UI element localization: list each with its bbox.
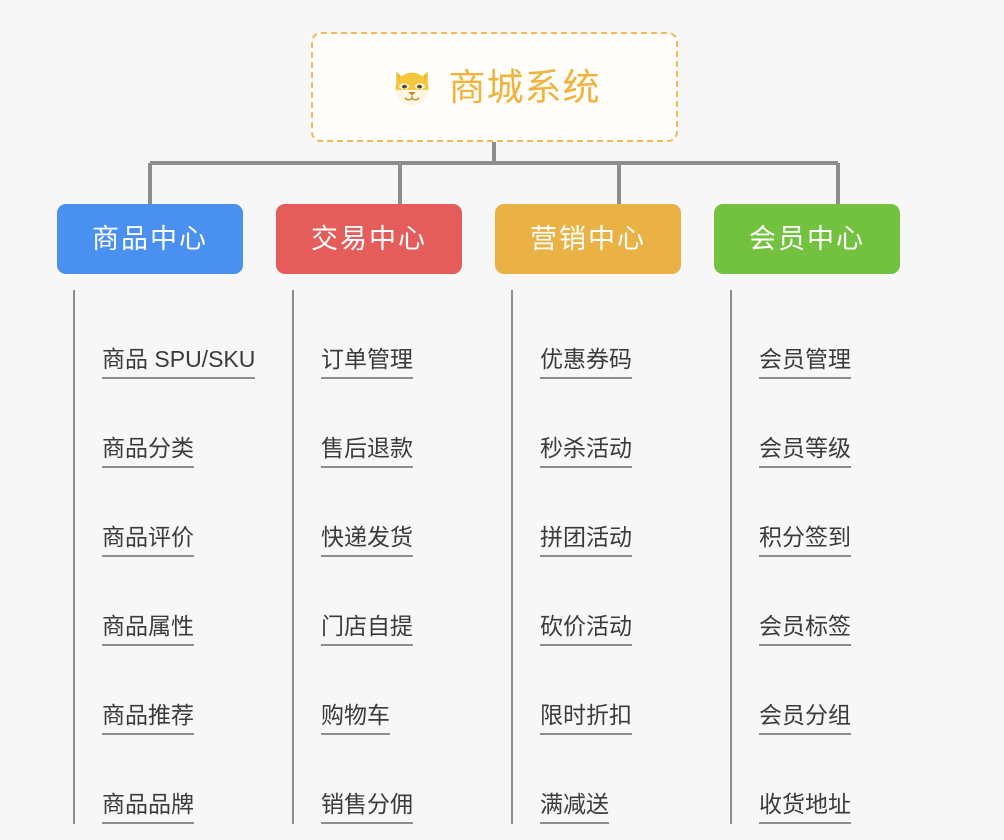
leaf-item[interactable]: 会员管理 xyxy=(730,290,934,379)
leaf-label: 会员标签 xyxy=(759,613,851,646)
leaf-item[interactable]: 快递发货 xyxy=(292,468,496,557)
category-header-0-label: 商品中心 xyxy=(92,223,208,254)
leaf-item[interactable]: 商品 SPU/SKU xyxy=(73,290,277,379)
leaf-label: 购物车 xyxy=(321,702,390,735)
leaf-label: 商品品牌 xyxy=(102,791,194,824)
leaf-label: 商品 SPU/SKU xyxy=(102,346,256,379)
leaf-item[interactable]: 订单管理 xyxy=(292,290,496,379)
branch-column-3: 会员中心 会员管理 会员等级 积分签到 会员标签 会员分组 收货地址 xyxy=(714,204,934,824)
leaf-label: 商品属性 xyxy=(102,613,194,646)
branch-column-2: 营销中心 优惠券码 秒杀活动 拼团活动 砍价活动 限时折扣 满减送 xyxy=(495,204,715,824)
leaf-item[interactable]: 优惠券码 xyxy=(511,290,715,379)
leaf-label: 快递发货 xyxy=(321,524,413,557)
branch-column-1: 交易中心 订单管理 售后退款 快递发货 门店自提 购物车 销售分佣 xyxy=(276,204,496,824)
leaf-label: 订单管理 xyxy=(321,346,413,379)
spine-1 xyxy=(292,290,294,824)
leaf-label: 会员分组 xyxy=(759,702,851,735)
branch-column-0: 商品中心 商品 SPU/SKU 商品分类 商品评价 商品属性 商品推荐 商品品牌 xyxy=(57,204,277,824)
leaf-item[interactable]: 售后退款 xyxy=(292,379,496,468)
root-node-label: 商城系统 xyxy=(448,66,601,108)
leaf-label: 拼团活动 xyxy=(540,524,632,557)
leaf-item[interactable]: 会员等级 xyxy=(730,379,934,468)
leaf-item[interactable]: 门店自提 xyxy=(292,557,496,646)
leaf-item[interactable]: 商品推荐 xyxy=(73,646,277,735)
leaf-label: 商品推荐 xyxy=(102,702,194,735)
category-header-0[interactable]: 商品中心 xyxy=(57,204,243,274)
leaf-label: 售后退款 xyxy=(321,435,413,468)
leaf-label: 积分签到 xyxy=(759,524,851,557)
category-header-2-label: 营销中心 xyxy=(530,223,646,254)
leaf-item[interactable]: 购物车 xyxy=(292,646,496,735)
leaf-label: 砍价活动 xyxy=(540,613,632,646)
leaf-label: 会员等级 xyxy=(759,435,851,468)
leaf-label: 限时折扣 xyxy=(540,702,632,735)
leaf-item[interactable]: 收货地址 xyxy=(730,735,934,824)
leaf-item[interactable]: 商品评价 xyxy=(73,468,277,557)
leaf-label: 秒杀活动 xyxy=(540,435,632,468)
category-header-3[interactable]: 会员中心 xyxy=(714,204,900,274)
leaf-label: 优惠券码 xyxy=(540,346,632,379)
shiba-dog-icon xyxy=(394,71,429,106)
leaf-item[interactable]: 拼团活动 xyxy=(511,468,715,557)
leaf-list-0: 商品 SPU/SKU 商品分类 商品评价 商品属性 商品推荐 商品品牌 xyxy=(57,290,277,824)
leaf-list-3: 会员管理 会员等级 积分签到 会员标签 会员分组 收货地址 xyxy=(714,290,934,824)
leaf-item[interactable]: 商品属性 xyxy=(73,557,277,646)
leaf-item[interactable]: 积分签到 xyxy=(730,468,934,557)
leaf-label: 商品分类 xyxy=(102,435,194,468)
leaf-item[interactable]: 满减送 xyxy=(511,735,715,824)
leaf-item[interactable]: 会员标签 xyxy=(730,557,934,646)
leaf-label: 商品评价 xyxy=(102,524,194,557)
leaf-list-1: 订单管理 售后退款 快递发货 门店自提 购物车 销售分佣 xyxy=(276,290,496,824)
root-node[interactable]: 商城系统 xyxy=(311,32,678,142)
leaf-item[interactable]: 秒杀活动 xyxy=(511,379,715,468)
leaf-item[interactable]: 限时折扣 xyxy=(511,646,715,735)
category-header-1-label: 交易中心 xyxy=(311,223,427,254)
leaf-item[interactable]: 销售分佣 xyxy=(292,735,496,824)
spine-2 xyxy=(511,290,513,824)
leaf-label: 销售分佣 xyxy=(321,791,413,824)
leaf-item[interactable]: 商品分类 xyxy=(73,379,277,468)
leaf-label: 收货地址 xyxy=(759,791,851,824)
leaf-label: 会员管理 xyxy=(759,346,851,379)
spine-3 xyxy=(730,290,732,824)
leaf-item[interactable]: 会员分组 xyxy=(730,646,934,735)
spine-0 xyxy=(73,290,75,824)
leaf-label: 满减送 xyxy=(540,791,609,824)
leaf-item[interactable]: 商品品牌 xyxy=(73,735,277,824)
category-header-1[interactable]: 交易中心 xyxy=(276,204,462,274)
leaf-label: 门店自提 xyxy=(321,613,413,646)
leaf-list-2: 优惠券码 秒杀活动 拼团活动 砍价活动 限时折扣 满减送 xyxy=(495,290,715,824)
category-header-3-label: 会员中心 xyxy=(749,223,865,254)
leaf-item[interactable]: 砍价活动 xyxy=(511,557,715,646)
category-header-2[interactable]: 营销中心 xyxy=(495,204,681,274)
